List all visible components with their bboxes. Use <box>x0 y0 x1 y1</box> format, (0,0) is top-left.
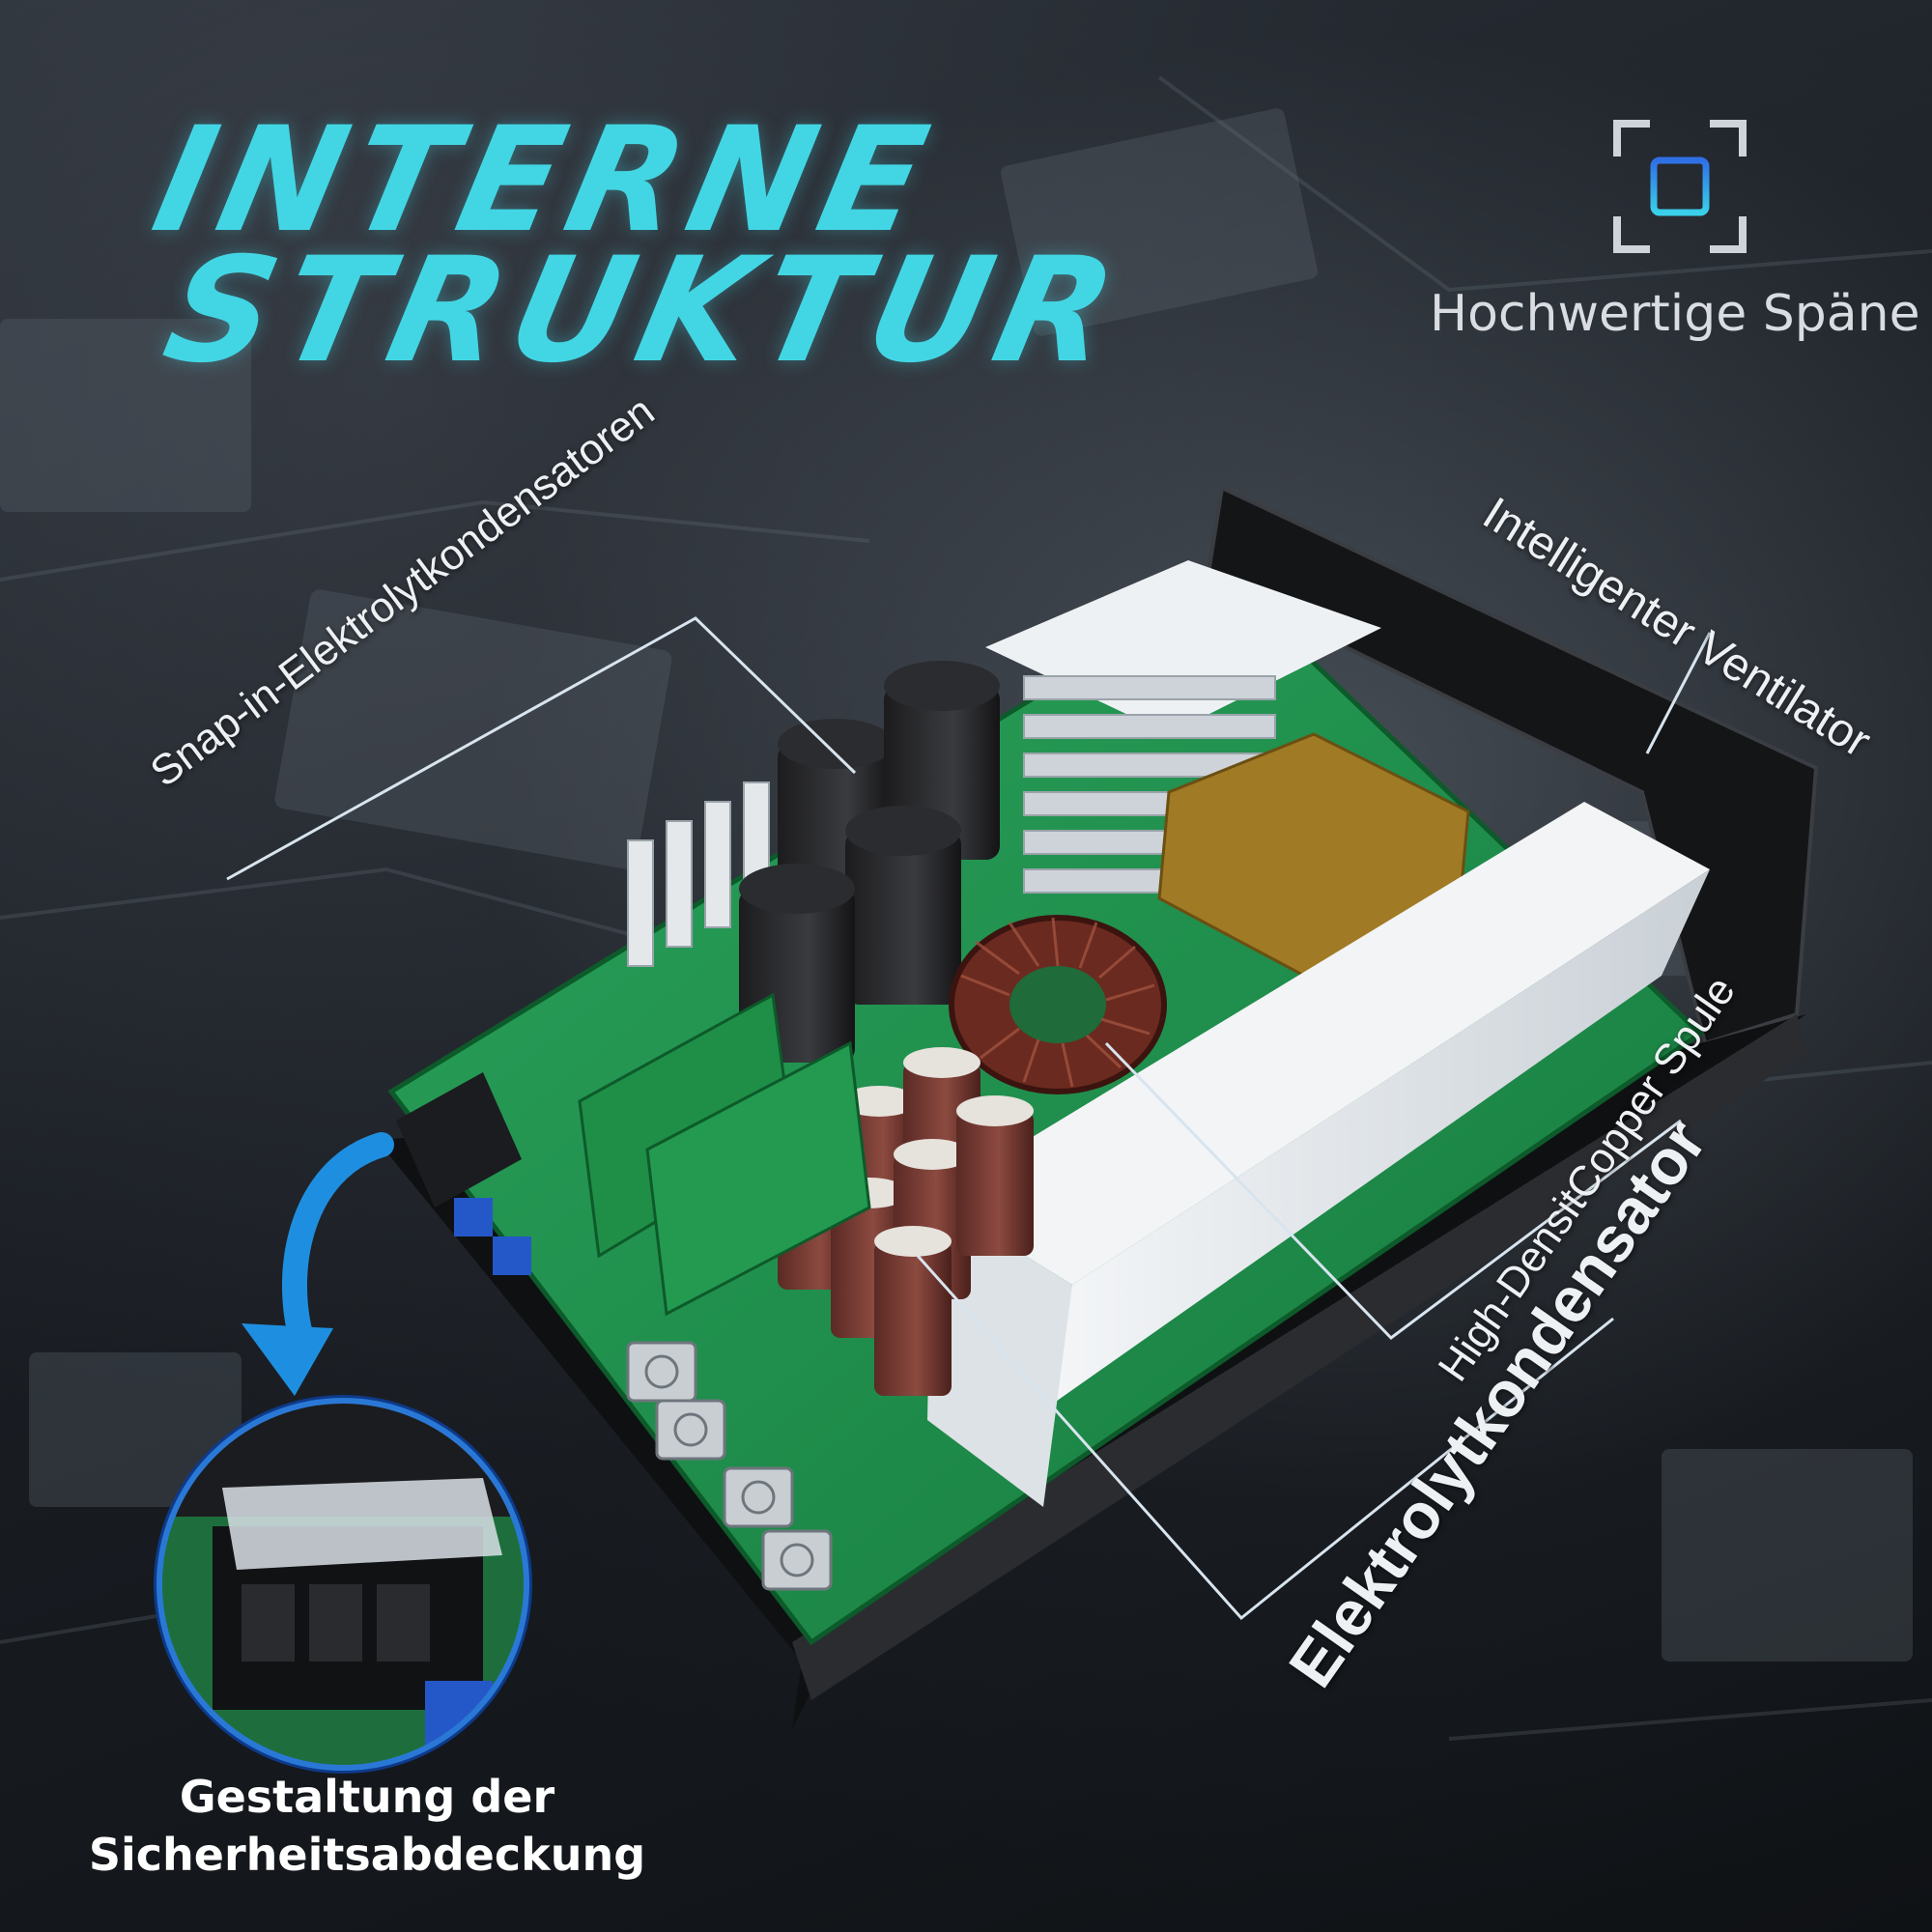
callout-line-electrolytic <box>916 1255 1614 1621</box>
curved-arrow-icon <box>242 1132 394 1396</box>
chip-badge-label: Hochwertige Späne <box>1430 285 1920 343</box>
control-boards <box>578 992 871 1317</box>
callout-line-coil <box>1104 1041 1682 1340</box>
safety-cover-inset <box>154 1395 532 1774</box>
safety-cover-caption: Gestaltung der Sicherheitsabdeckung <box>77 1768 657 1884</box>
callout-lines <box>226 616 1712 1621</box>
input-terminal-block <box>396 1072 531 1275</box>
output-terminals <box>626 1341 833 1591</box>
safety-cover-caption-line-2: Sicherheitsabdeckung <box>88 1829 646 1881</box>
callout-line-snapin <box>226 616 857 881</box>
safety-cover-caption-line-1: Gestaltung der <box>179 1771 555 1823</box>
chip-icon <box>1613 120 1747 253</box>
main-heatsink <box>927 802 1710 1507</box>
upper-heatsink <box>985 560 1381 894</box>
callout-line-fan <box>1645 632 1712 754</box>
copper-coil <box>949 915 1167 1094</box>
